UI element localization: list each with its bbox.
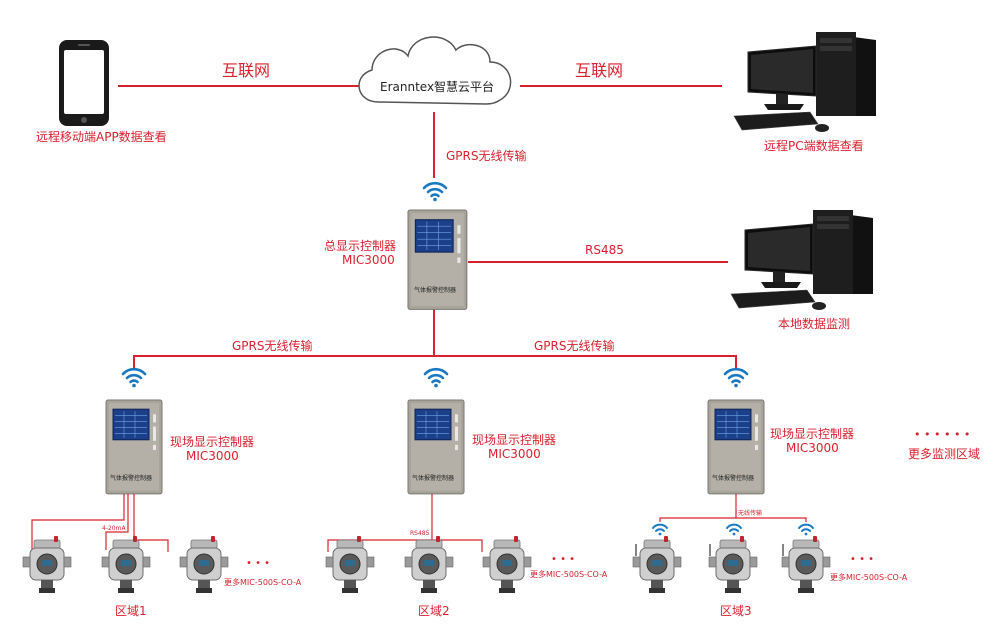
field-controller-model: MIC3000 [488, 447, 541, 461]
ellipsis-dots: • • • [246, 558, 270, 569]
more-detectors-label: 更多MIC-500S-CO-A [830, 572, 908, 582]
wifi-icon [652, 523, 668, 537]
gprs-branch-label-right: GPRS无线传输 [534, 338, 615, 353]
more-detectors-label: 更多MIC-500S-CO-A [224, 577, 302, 587]
field-controller-model: MIC3000 [186, 449, 239, 463]
rs485-label: RS485 [585, 243, 624, 257]
gprs-branch-label-left: GPRS无线传输 [232, 338, 313, 353]
wifi-icon [726, 523, 742, 537]
gas-detector [404, 535, 454, 594]
field-controller-panel-text: 气体报警控制器 [712, 474, 754, 482]
zone-2: 气体报警控制器 现场显示控制器 MIC3000 RS485 • • • 更多MI… [325, 367, 608, 618]
remote-pc-label: 远程PC端数据查看 [764, 138, 864, 153]
local-monitor-label: 本地数据监测 [778, 316, 850, 331]
internet-label-right: 互联网 [575, 61, 623, 80]
branch-line [133, 355, 737, 368]
zone-label: 区域2 [418, 604, 450, 618]
main-controller-panel-text: 气体报警控制器 [414, 286, 456, 294]
internet-label-left: 互联网 [222, 61, 270, 80]
gas-detector [325, 535, 375, 594]
field-controller-panel-text: 气体报警控制器 [412, 474, 454, 482]
field-controller-title: 现场显示控制器 [770, 427, 854, 441]
field-controller-model: MIC3000 [786, 441, 839, 455]
main-controller-title: 总显示控制器 [324, 239, 396, 253]
main-controller-model: MIC3000 [342, 253, 395, 267]
cloud-icon [358, 36, 512, 105]
gas-detector [482, 535, 532, 594]
wifi-icon [422, 181, 448, 203]
field-controller-title: 现场显示控制器 [472, 433, 556, 447]
cloud-platform-label: Eranntex智慧云平台 [380, 79, 494, 94]
gas-detector [22, 535, 72, 594]
gas-detector [179, 535, 229, 594]
gprs-up-label: GPRS无线传输 [446, 148, 527, 163]
field-controller-title: 现场显示控制器 [170, 435, 254, 449]
remote-pc-icon [733, 31, 877, 133]
more-areas-label: 更多监测区域 [908, 447, 980, 461]
zone-label: 区域3 [720, 604, 752, 618]
wifi-icon [723, 367, 749, 389]
link-label: RS485 [410, 530, 430, 537]
main-controller-cabinet [407, 209, 468, 310]
gas-detector [781, 535, 831, 594]
zone-1: 气体报警控制器 现场显示控制器 MIC3000 4-20mA • • • 更多M… [22, 367, 302, 618]
ellipsis-dots: • • • [850, 554, 874, 565]
more-detectors-label: 更多MIC-500S-CO-A [530, 569, 608, 579]
link-label: 无线传输 [738, 509, 762, 517]
mobile-app-label: 远程移动端APP数据查看 [36, 129, 167, 144]
zone-3: 气体报警控制器 现场显示控制器 MIC3000 无线传输 • • • 更多MIC… [632, 367, 908, 618]
wifi-icon [121, 367, 147, 389]
smartphone-icon [59, 40, 109, 126]
more-areas-dots: • • • • • • [914, 428, 970, 441]
local-pc-icon [730, 209, 874, 311]
zone-label: 区域1 [115, 604, 147, 618]
wifi-icon [798, 523, 814, 537]
gas-detector [101, 535, 151, 594]
gas-detector [708, 535, 758, 594]
wifi-icon [423, 367, 449, 389]
link-label: 4-20mA [102, 525, 126, 532]
gas-detector [632, 535, 682, 594]
field-controller-panel-text: 气体报警控制器 [110, 474, 152, 482]
ellipsis-dots: • • • [551, 554, 575, 565]
